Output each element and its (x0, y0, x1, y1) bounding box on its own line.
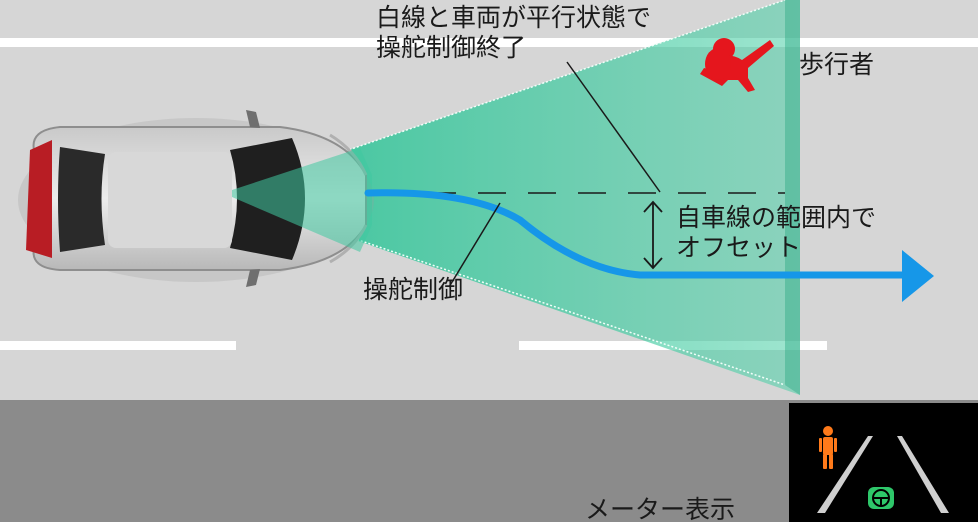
meter-display (789, 403, 978, 522)
steering-control-leader (448, 202, 501, 288)
pedestrian-label: 歩行者 (799, 50, 875, 79)
meter-lane-lines (817, 436, 949, 513)
vehicle-trajectory (364, 189, 909, 279)
lane-marking-top (0, 38, 978, 47)
steering-control-label: 操舵制御 (363, 275, 464, 304)
offset-arrow (643, 200, 663, 270)
pedestrian-figure (700, 38, 774, 92)
vehicle (18, 110, 374, 287)
trajectory-arrowhead (902, 250, 934, 302)
pedestrian-icon (819, 426, 837, 469)
sensor-origin (232, 148, 372, 252)
end-steering-label: 白線と車両が平行状態で 操舵制御終了 (376, 3, 652, 62)
sensor-area-edge (785, 0, 800, 395)
lane-marking-bottom-left (0, 341, 236, 350)
sensor-detection-area (232, 0, 800, 395)
meter-display-label: メーター表示 (585, 495, 736, 524)
end-steering-leader (566, 61, 661, 193)
steering-wheel-icon (868, 487, 894, 509)
offset-label: 自車線の範囲内で オフセット (676, 203, 877, 262)
